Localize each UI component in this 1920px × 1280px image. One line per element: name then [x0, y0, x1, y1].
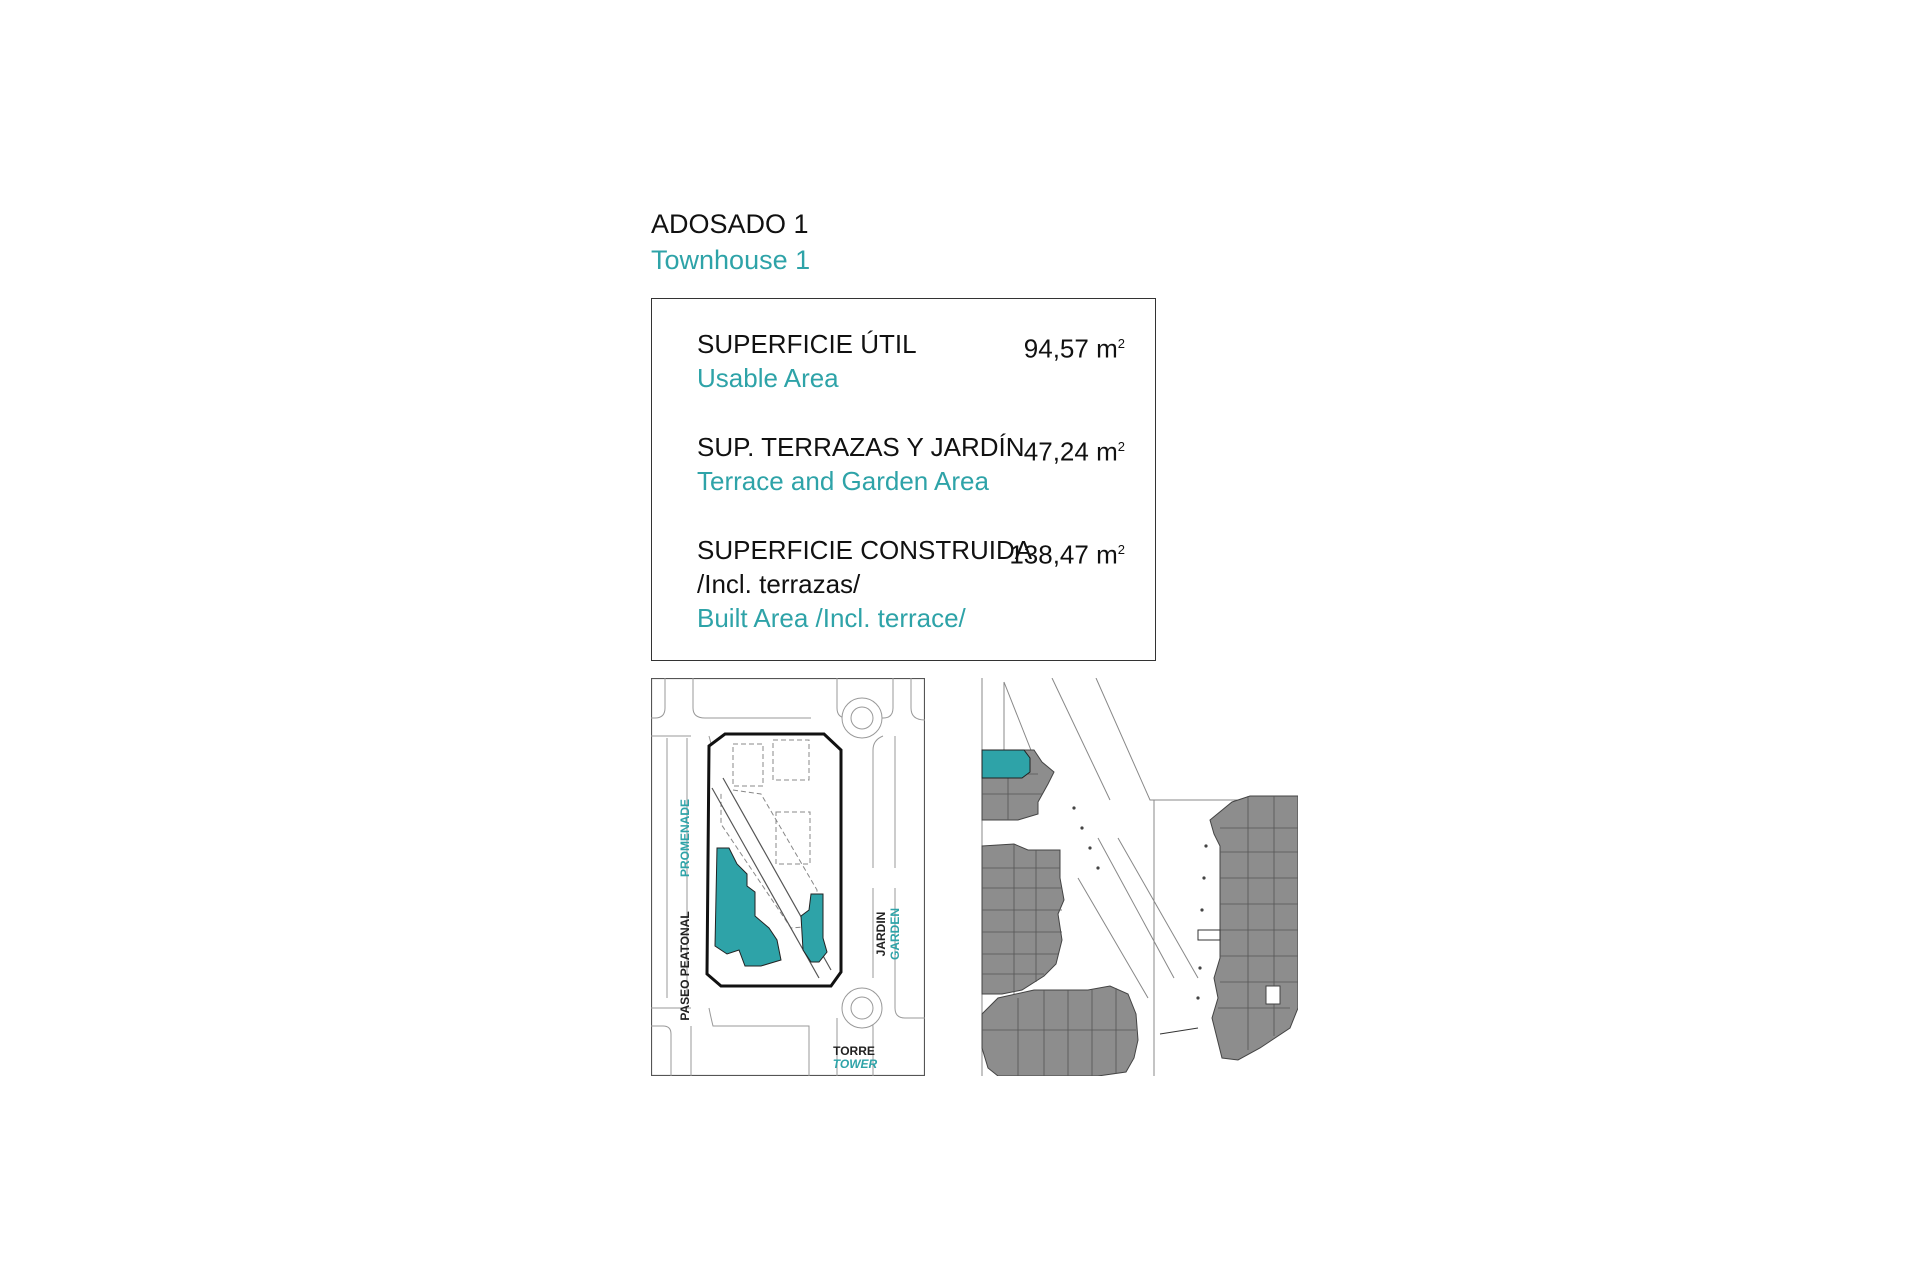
area-unit-sup: 2 [1117, 439, 1125, 454]
area-label-es: SUPERFICIE CONSTRUIDA [697, 535, 1033, 565]
area-unit: m [1096, 333, 1118, 364]
title-block: ADOSADO 1 Townhouse 1 [651, 206, 810, 278]
highlighted-townhouse-1 [981, 749, 1031, 779]
paseo-label: PASEO PEATONAL [678, 911, 692, 1020]
area-value: 138,47 m2 [1009, 533, 1125, 572]
area-table: SUPERFICIE ÚTIL Usable Area 94,57 m2 SUP… [651, 298, 1156, 661]
jardin-label: JARDIN [874, 912, 888, 957]
area-label-en: Terrace and Garden Area [697, 466, 989, 496]
area-row-built: SUPERFICIE CONSTRUIDA /Incl. terrazas/ B… [697, 533, 1125, 635]
torre-label: TORRE [833, 1044, 875, 1058]
roundabout-top-inner [850, 706, 874, 730]
roundabout-top [841, 697, 883, 739]
garden-label: GARDEN [888, 908, 902, 960]
area-label-es: SUPERFICIE ÚTIL [697, 329, 917, 359]
area-number: 47,24 [1023, 436, 1089, 467]
title-es: ADOSADO 1 [651, 209, 809, 239]
area-number: 94,57 [1023, 333, 1089, 364]
area-label-en: Built Area /Incl. terrace/ [697, 603, 966, 633]
area-label-es: SUP. TERRAZAS Y JARDÍN [697, 432, 1025, 462]
roundabout-bottom [841, 987, 883, 1029]
area-unit: m [1096, 436, 1118, 467]
bollard-dots [1072, 806, 1208, 1000]
tower-label: TOWER [833, 1057, 878, 1071]
future-blocks [720, 739, 818, 929]
townhouse-units [981, 749, 1298, 1076]
area-label-en: Usable Area [697, 363, 839, 393]
area-row-usable: SUPERFICIE ÚTIL Usable Area 94,57 m2 [697, 327, 1125, 395]
area-label-es-sub: /Incl. terrazas/ [697, 569, 861, 599]
pool-small [1265, 985, 1281, 1005]
area-unit: m [1096, 539, 1118, 570]
roundabout-bottom-inner [850, 996, 874, 1020]
area-unit-sup: 2 [1117, 336, 1125, 351]
area-number: 138,47 [1009, 539, 1089, 570]
area-value: 94,57 m2 [1024, 327, 1125, 366]
development-floor-plan [981, 678, 1298, 1076]
entry-gates [1159, 929, 1221, 1035]
townhouse-block-west [714, 847, 782, 967]
area-unit-sup: 2 [1117, 542, 1125, 557]
site-location-plan: PROMENADE PASEO PEATONAL JARDIN GARDEN T… [651, 678, 925, 1076]
road-lines [651, 678, 925, 1076]
promenade-label: PROMENADE [678, 799, 692, 877]
area-row-terrace: SUP. TERRAZAS Y JARDÍN Terrace and Garde… [697, 430, 1125, 498]
townhouse-block-east [800, 893, 828, 963]
title-en: Townhouse 1 [651, 245, 811, 275]
unit-divisions [982, 750, 1298, 1076]
area-value: 47,24 m2 [1024, 430, 1125, 469]
